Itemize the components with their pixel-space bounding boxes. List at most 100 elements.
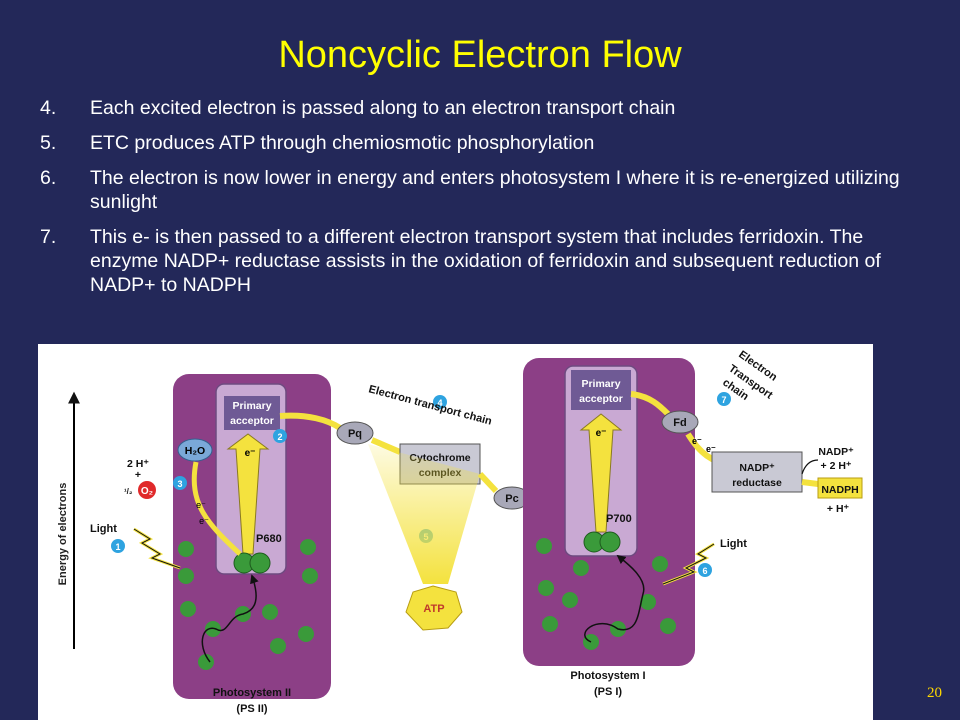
p680-label: P680 — [256, 533, 282, 545]
nadp-plus-label-2: + 2 H⁺ — [821, 460, 852, 472]
light-ps2-bolt-outline — [133, 528, 181, 569]
step-3-label: 3 — [177, 479, 182, 489]
step-4-label: 4 — [437, 398, 442, 408]
p700-label: P700 — [606, 513, 632, 525]
ps2-energy-transfer-arrow — [201, 574, 259, 663]
pigment-molecule — [562, 592, 578, 608]
pigment-molecule — [538, 580, 554, 596]
step-7-label: 7 — [721, 395, 726, 405]
step-badge-6: 6 — [698, 563, 712, 577]
nadp-reductase — [711, 451, 803, 493]
fd-electron-label: e⁻ — [706, 444, 716, 454]
ps1-label: Photosystem I — [570, 670, 645, 682]
nadp-reductase-label: NADP⁺ — [739, 462, 775, 474]
step-badge-4: 4 — [433, 395, 447, 409]
water-label: H₂O — [185, 445, 205, 457]
p700-pigment — [599, 531, 621, 553]
ps1-antenna — [536, 538, 676, 650]
bullet-number: 6. — [40, 167, 57, 189]
pigment-molecule — [573, 560, 589, 576]
oxygen-label: O₂ — [141, 486, 153, 497]
plus-label: + — [135, 469, 141, 481]
bullet-item: 7. This e- is then passed to a different… — [40, 225, 900, 297]
bullet-item: 5. ETC produces ATP through chemiosmotic… — [40, 131, 900, 155]
ps1-primary-acceptor — [571, 370, 631, 410]
pigment-molecule — [180, 601, 196, 617]
water-electron-label: e⁻ — [196, 500, 206, 510]
pc-label: Pc — [505, 493, 518, 505]
bullet-list: 4. Each excited electron is passed along… — [40, 96, 900, 308]
plastoquinone — [336, 421, 374, 445]
step-badge-1: 1 — [111, 539, 125, 553]
half-label: ¹/₂ — [124, 487, 133, 496]
step-badge-7: 7 — [717, 392, 731, 406]
ps2-antenna — [178, 539, 318, 670]
pq-label: Pq — [348, 428, 362, 440]
ps2-electron-label: e⁻ — [245, 448, 256, 459]
bullet-item: 4. Each excited electron is passed along… — [40, 96, 900, 120]
pigment-molecule — [178, 541, 194, 557]
ps1-energy-transfer-arrow — [584, 554, 645, 643]
nadp-reductase-label-2: reductase — [732, 477, 782, 489]
pigment-molecule — [298, 626, 314, 642]
pq-to-cyt-arrow — [370, 437, 402, 455]
oxygen-icon — [138, 481, 156, 499]
bullet-item: 6. The electron is now lower in energy a… — [40, 166, 900, 214]
nadph-label: NADPH — [821, 484, 858, 496]
ps2-excitation-arrow — [226, 433, 270, 555]
nadp-plus-label: NADP⁺ — [818, 446, 854, 458]
diagram-svg: Energy of electrons Primary acceptor e⁻ … — [57, 349, 863, 715]
nadph-box — [817, 477, 863, 499]
step-badge-3: 3 — [173, 476, 187, 490]
water-electron-path — [191, 461, 242, 556]
ps1-electron-label: e⁻ — [596, 428, 607, 439]
light-ps1-label: Light — [720, 538, 747, 550]
ferredoxin — [661, 410, 699, 434]
etc-label: Electron transport chain — [367, 383, 493, 428]
p680-pigment — [249, 552, 271, 574]
ps1-primary-acceptor-label-2: acceptor — [579, 393, 623, 405]
ps2-primary-acceptor-label-2: acceptor — [230, 415, 274, 427]
energy-axis-label: Energy of electrons — [57, 483, 69, 586]
light-ps2-label: Light — [90, 523, 117, 535]
ps1-sublabel: (PS I) — [594, 686, 622, 698]
ps2-primary-acceptor-label: Primary — [232, 400, 271, 412]
light-ps1-bolt-outline — [662, 543, 715, 585]
slide-number: 20 — [927, 685, 942, 701]
water-molecule — [177, 438, 213, 462]
pigment-molecule — [300, 539, 316, 555]
pigment-molecule — [536, 538, 552, 554]
pigment-molecule — [660, 618, 676, 634]
ps2-sublabel: (PS II) — [236, 703, 268, 715]
step-1-label: 1 — [115, 542, 120, 552]
pigment-molecule — [542, 616, 558, 632]
bullet-number: 4. — [40, 97, 57, 119]
bullet-text: ETC produces ATP through chemiosmotic ph… — [90, 132, 595, 154]
electron-flow-diagram: Energy of electrons Primary acceptor e⁻ … — [38, 344, 873, 720]
ps2-primary-acceptor — [224, 396, 280, 430]
bullet-number: 7. — [40, 226, 57, 248]
ps2-label: Photosystem II — [213, 687, 291, 699]
nadph-label-2: + H⁺ — [827, 503, 850, 515]
ps1-primary-acceptor-label: Primary — [581, 378, 620, 390]
atp-label: ATP — [423, 603, 444, 615]
bullet-text: Each excited electron is passed along to… — [90, 97, 676, 119]
step-6-label: 6 — [702, 566, 707, 576]
pigment-molecule — [640, 594, 656, 610]
bullet-text: This e- is then passed to a different el… — [90, 226, 881, 296]
fd-label: Fd — [673, 417, 686, 429]
slide-title: Noncyclic Electron Flow — [278, 34, 682, 76]
cyt-to-pc-arrow — [477, 471, 499, 494]
water-electron-label: e⁻ — [199, 516, 209, 526]
pigment-molecule — [302, 568, 318, 584]
ps1-excitation-arrow — [579, 413, 623, 533]
step-2-label: 2 — [277, 432, 282, 442]
nadp-input-arrow — [801, 459, 819, 475]
pigment-molecule — [178, 568, 194, 584]
pigment-molecule — [262, 604, 278, 620]
atp-burst — [405, 585, 463, 631]
fd-electron-label: e⁻ — [692, 436, 702, 446]
step-badge-2: 2 — [273, 429, 287, 443]
reductase-to-nadph-arrow — [801, 479, 819, 487]
pigment-molecule — [270, 638, 286, 654]
